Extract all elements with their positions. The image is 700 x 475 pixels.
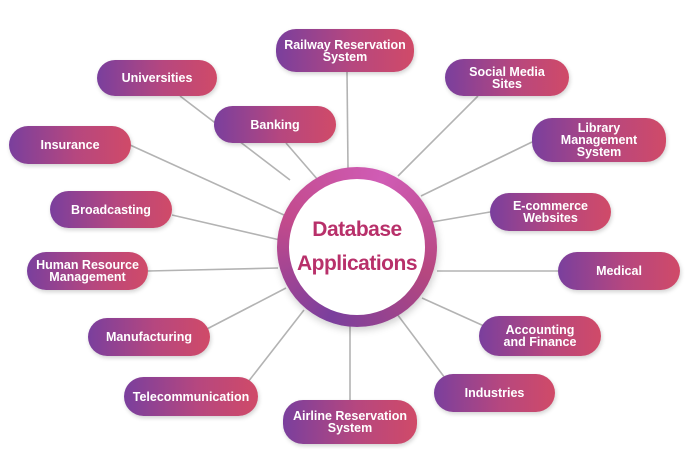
center-hub: Database Applications: [277, 167, 437, 327]
node-social-media: Social Media Sites: [445, 59, 569, 96]
node-manufacturing: Manufacturing: [88, 318, 210, 356]
connector-social: [397, 95, 479, 177]
node-broadcasting: Broadcasting: [50, 191, 172, 228]
node-airline-reservation: Airline Reservation System: [283, 400, 417, 444]
connector-library: [420, 141, 533, 197]
node-banking: Banking: [214, 106, 336, 143]
center-title-line-2: Applications: [296, 252, 418, 275]
connector-railway: [346, 71, 349, 169]
center-title-line-1: Database: [312, 218, 402, 241]
node-telecommunication: Telecommunication: [124, 377, 258, 416]
node-ecommerce: E-commerce Websites: [490, 193, 611, 231]
connector-broadcasting: [171, 214, 281, 241]
node-railway-reservation: Railway Reservation System: [276, 29, 414, 72]
node-library-management: Library Management System: [532, 118, 666, 162]
connector-manufacturing: [204, 287, 287, 331]
node-accounting-finance: Accounting and Finance: [479, 316, 601, 356]
node-industries: Industries: [434, 374, 555, 412]
connector-ecommerce: [431, 211, 491, 223]
node-human-resource: Human Resource Management: [27, 252, 148, 290]
connector-hr: [147, 267, 279, 272]
node-universities: Universities: [97, 60, 217, 96]
connector-insurance: [129, 144, 285, 216]
center-hub-inner: Database Applications: [289, 179, 425, 315]
node-medical: Medical: [558, 252, 680, 290]
connector-telecom: [247, 309, 305, 383]
connector-industries: [396, 313, 446, 379]
connector-banking: [285, 142, 319, 181]
node-insurance: Insurance: [9, 126, 131, 164]
connector-accounting: [421, 297, 485, 327]
